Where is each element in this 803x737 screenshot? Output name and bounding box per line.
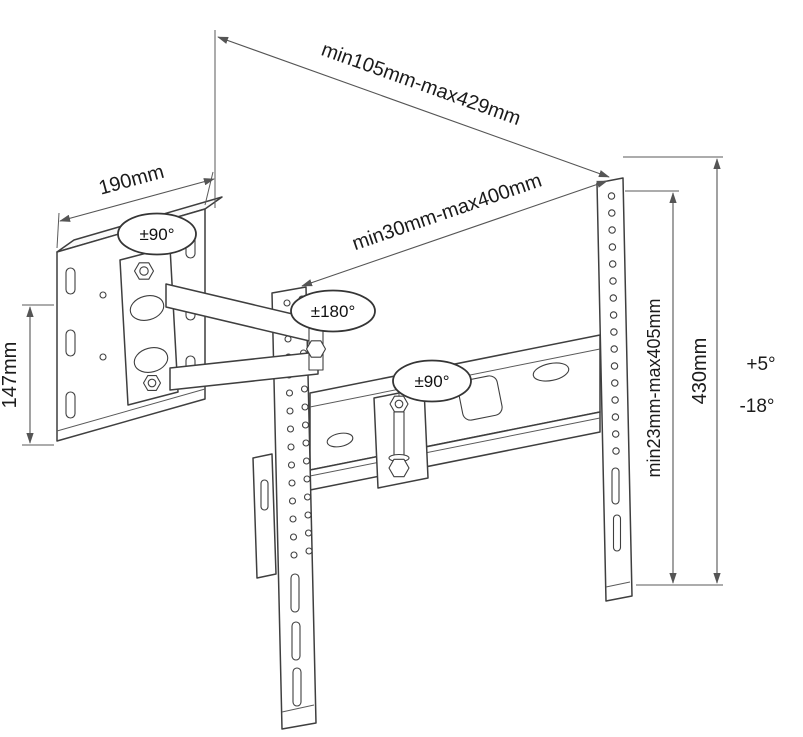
angle-label-rotation: ±180°: [311, 302, 356, 321]
dimension-line-hole-width: [301, 180, 608, 287]
rail-side-plate: [252, 453, 277, 579]
wall-plate-hole: [99, 291, 107, 299]
hex-nut-hole: [394, 399, 404, 409]
hex-bolt-head-icon: [388, 458, 410, 478]
hex-bolt-hole: [147, 378, 157, 388]
dimension-line-plate-width: [59, 178, 215, 222]
dimension-label-hole-height: min23mm-max405mm: [644, 298, 664, 477]
angle-oval: [392, 359, 472, 403]
tilt-label-down: -18°: [739, 396, 774, 417]
left-rail-slot: [290, 573, 300, 613]
right-rail-bottom-fold: [605, 581, 631, 588]
center-pivot-bracket: [373, 387, 429, 489]
wall-plate-slot: [65, 267, 76, 295]
dimension-label-plate-height: 147mm: [0, 342, 21, 409]
dimension-label-bracket-height: 430mm: [689, 338, 711, 405]
angle-oval: [290, 289, 376, 333]
wall-plate-bottom-fold: [56, 388, 206, 432]
left-rail-bottom-fold: [281, 704, 315, 713]
angle-badge-wall-swivel: ±90°: [117, 212, 197, 256]
wall-plate-hole: [99, 353, 107, 361]
right-rail-slot: [612, 514, 622, 552]
hex-bolt-hole: [139, 266, 149, 276]
angle-badge-center-swivel: ±90°: [392, 359, 472, 403]
left-rail-slot: [291, 621, 301, 661]
arm-bracket-cutout: [129, 295, 165, 321]
angle-label-center-swivel: ±90°: [414, 372, 449, 391]
arm-bracket-cutout: [133, 347, 169, 373]
crossbar-oval-slot: [532, 362, 570, 382]
lower-crossbar-fold-line: [309, 417, 601, 477]
angle-badges: ±90° ±180° ±90°: [117, 212, 472, 403]
crossbar-assembly: [309, 334, 601, 491]
right-rail-holes: [607, 192, 620, 455]
dimension-line-depth: [217, 36, 610, 178]
arm-lower-link: [169, 351, 319, 391]
articulating-arm: [119, 246, 327, 406]
left-rail-slot: [292, 667, 302, 707]
wall-plate-slot: [65, 329, 76, 357]
pivot-bolt-shaft: [393, 411, 405, 459]
hex-nut-icon: [305, 340, 327, 358]
crossbar-oval-slot-left: [326, 432, 354, 448]
extension-line: [56, 212, 60, 249]
right-rail-slot: [611, 467, 620, 505]
dimension-label-plate-width: 190mm: [96, 161, 166, 200]
side-plate-outline: [252, 453, 277, 579]
tilt-label-up: +5°: [746, 354, 775, 375]
right-bracket-rail: [596, 177, 633, 602]
angle-badge-rotation: ±180°: [290, 289, 376, 333]
left-rail-outline: [271, 286, 317, 730]
wall-plate-slot: [65, 391, 76, 419]
angle-label-wall-swivel: ±90°: [139, 225, 174, 244]
side-plate-slot: [260, 479, 269, 511]
